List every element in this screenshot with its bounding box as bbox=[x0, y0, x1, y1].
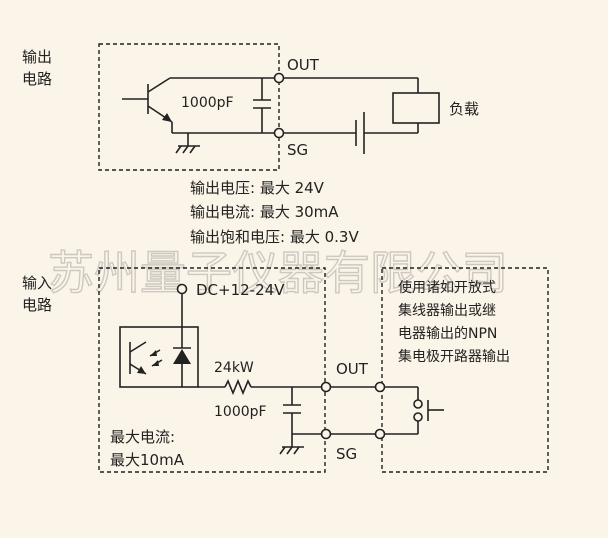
output-sg-terminal bbox=[273, 127, 285, 139]
npn-device-dashed-box bbox=[381, 267, 549, 473]
output-sg-label: SG bbox=[287, 141, 308, 159]
max-current-line1: 最大电流: bbox=[110, 428, 175, 446]
input-capacitor-label: 1000pF bbox=[214, 404, 267, 420]
output-capacitor-symbol bbox=[253, 78, 271, 133]
input-wiring bbox=[198, 378, 419, 447]
npn-transistor-symbol bbox=[122, 77, 279, 146]
input-title-line1: 输入 bbox=[22, 274, 52, 292]
output-title-line1: 输出 bbox=[22, 48, 52, 66]
input-out-label: OUT bbox=[336, 360, 369, 378]
dc-supply-terminal bbox=[176, 283, 188, 340]
input-title-line2: 电路 bbox=[22, 296, 52, 314]
output-out-label: OUT bbox=[287, 56, 320, 74]
watermark-text: 苏州量子仪器有限公司 bbox=[48, 246, 508, 300]
npn-note-line3: 电器输出的NPN bbox=[398, 326, 497, 342]
output-spec-current: 输出电流: 最大 30mA bbox=[190, 203, 339, 221]
input-resistor-label: 24kW bbox=[214, 360, 254, 376]
load-label: 负载 bbox=[449, 100, 479, 118]
output-title-line2: 电路 bbox=[22, 70, 52, 88]
max-current-line2: 最大10mA bbox=[110, 451, 185, 469]
output-spec-saturation: 输出饱和电压: 最大 0.3V bbox=[190, 228, 359, 246]
input-dashed-box bbox=[98, 267, 326, 473]
output-ground-symbol bbox=[175, 145, 200, 154]
npn-note-line2: 集线器输出或继 bbox=[398, 302, 496, 319]
input-sg-terminal-right bbox=[374, 428, 386, 440]
output-spec-voltage: 输出电压: 最大 24V bbox=[190, 179, 325, 197]
input-out-terminal-right bbox=[374, 381, 386, 393]
input-out-terminal-left bbox=[320, 381, 332, 393]
input-sg-terminal-left bbox=[320, 428, 332, 440]
npn-note-line4: 集电极开路器输出 bbox=[398, 348, 510, 365]
output-out-terminal bbox=[273, 72, 285, 84]
dc-supply-label: DC+12-24V bbox=[196, 281, 285, 299]
input-sg-label: SG bbox=[336, 445, 357, 463]
npn-note-line1: 使用诸如开放式 bbox=[398, 279, 496, 296]
output-dashed-box bbox=[98, 43, 280, 171]
output-capacitor-label: 1000pF bbox=[181, 95, 234, 111]
switch-symbol bbox=[413, 399, 444, 422]
optocoupler-symbol bbox=[119, 326, 199, 388]
input-ground-symbol bbox=[279, 446, 304, 455]
output-load-wiring bbox=[279, 77, 419, 154]
load-box bbox=[392, 92, 440, 124]
